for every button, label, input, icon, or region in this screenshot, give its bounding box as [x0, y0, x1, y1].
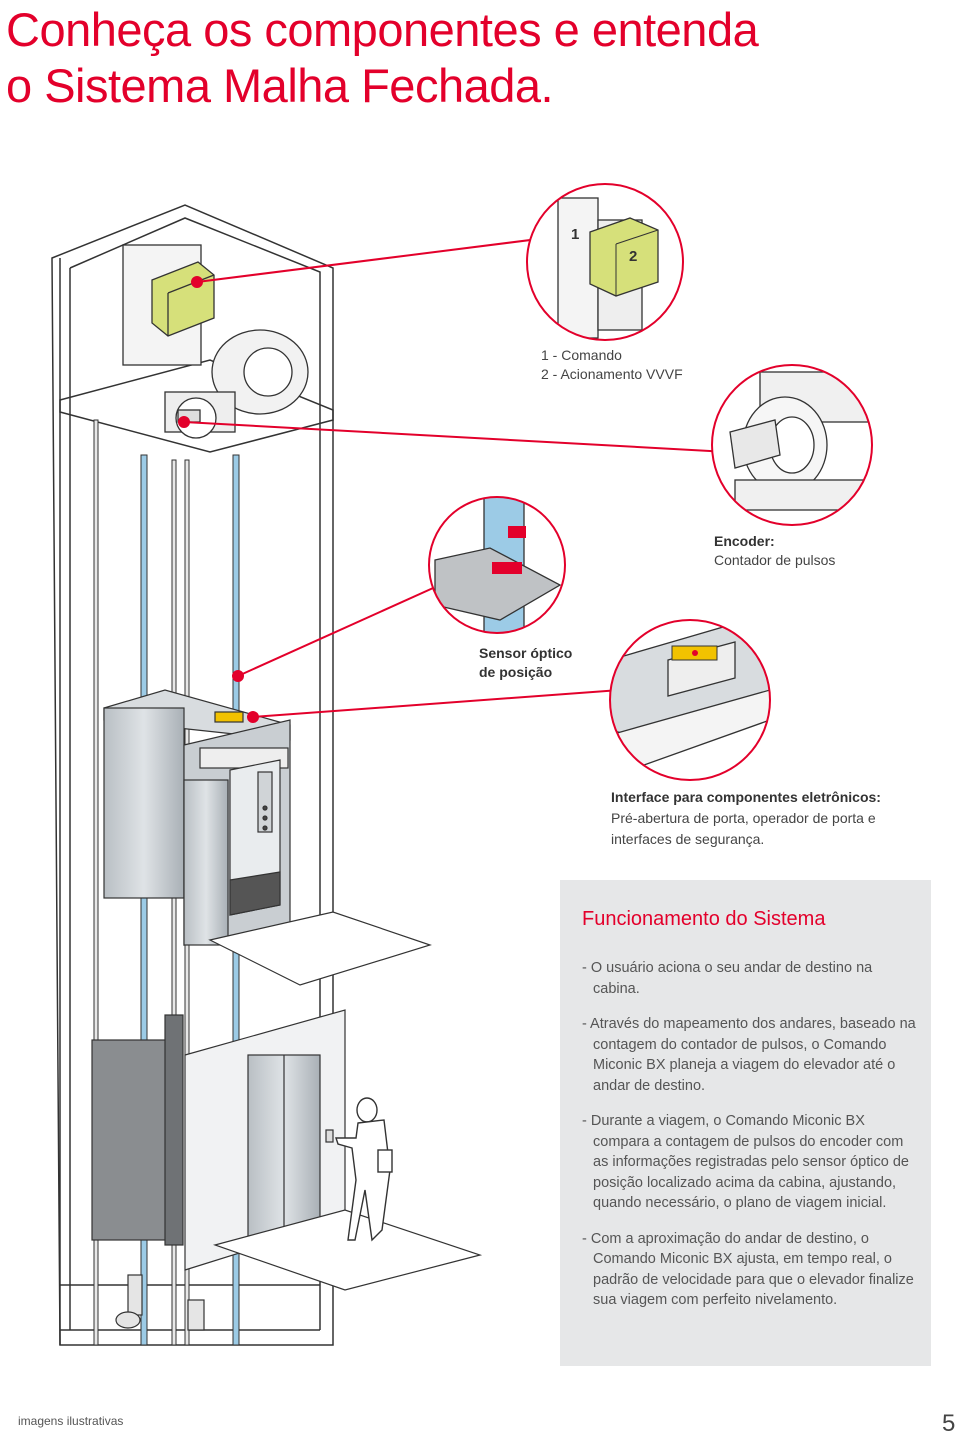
panel-title: Funcionamento do Sistema	[582, 908, 826, 930]
zoom-encoder	[711, 364, 873, 526]
zoom-interface	[609, 619, 771, 781]
zoom-label-2: 2	[629, 248, 637, 265]
callout-encoder-text: Contador de pulsos	[714, 552, 836, 568]
panel-item-2: - Através do mapeamento dos andares, bas…	[582, 1016, 916, 1094]
title-line-2: o Sistema Malha Fechada.	[6, 59, 554, 112]
callout-interface: Interface para componentes eletrônicos: …	[611, 787, 881, 850]
panel-item-1: - O usuário aciona o seu andar de destin…	[582, 960, 873, 997]
pit-buffers	[115, 1274, 205, 1331]
counterweight	[91, 1014, 184, 1246]
footer-note: imagens ilustrativas	[18, 1414, 124, 1428]
zoom-label-1: 1	[571, 226, 579, 243]
callout-sensor: Sensor óptico de posição	[479, 644, 572, 682]
elevator-cabin	[103, 689, 432, 986]
callout-interface-line2: interfaces de segurança.	[611, 831, 765, 847]
callout-interface-heading: Interface para componentes eletrônicos:	[611, 789, 881, 805]
callout-sensor-line2: de posição	[479, 664, 553, 680]
callout-interface-line1: Pré-abertura de porta, operador de porta…	[611, 810, 876, 826]
zoom-controller	[526, 183, 684, 341]
machine-room	[122, 244, 309, 439]
page-title: Conheça os componentes e entenda o Siste…	[6, 2, 759, 114]
landing-door	[91, 1009, 483, 1291]
panel-list: - O usuário aciona o seu andar de destin…	[582, 958, 922, 1326]
panel-item-3: - Durante a viagem, o Comando Miconic BX…	[582, 1113, 909, 1211]
page-number: 5	[942, 1410, 956, 1437]
title-line-1: Conheça os componentes e entenda	[6, 3, 759, 56]
zoom-sensor	[428, 496, 566, 634]
callout-comando: 1 - Comando 2 - Acionamento VVVF	[541, 346, 683, 384]
callout-encoder-heading: Encoder:	[714, 533, 775, 549]
callout-comando-line2: 2 - Acionamento VVVF	[541, 366, 683, 382]
callout-sensor-line1: Sensor óptico	[479, 645, 573, 661]
leader-lines	[178, 233, 729, 723]
callout-comando-line1: 1 - Comando	[541, 347, 622, 363]
panel-item-4: - Com a aproximação do andar de destino,…	[582, 1230, 914, 1309]
callout-encoder: Encoder: Contador de pulsos	[714, 532, 835, 570]
system-operation-panel: Funcionamento do Sistema - O usuário aci…	[560, 880, 931, 1366]
person-silhouette	[335, 1097, 393, 1242]
